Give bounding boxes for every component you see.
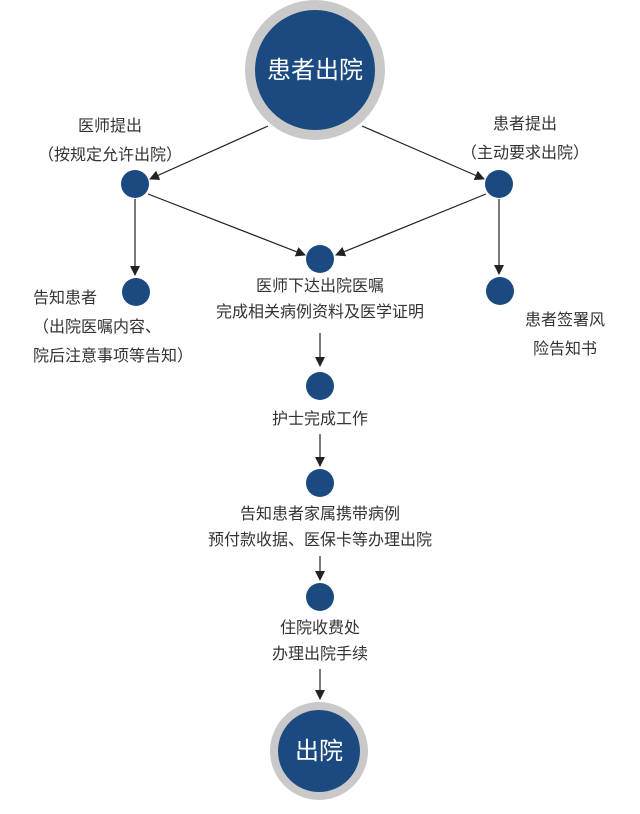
- inform-patient-line1: 告知患者: [33, 288, 98, 307]
- patient-proposal-label: 患者提出 （主动要求出院）: [435, 111, 615, 166]
- doctor-order-line2: 完成相关病例资料及医学证明: [215, 302, 424, 321]
- arrow-start-to-patient: [361, 125, 485, 180]
- doctor-proposal-line2: （按规定允许出院）: [37, 145, 182, 164]
- patient-sign-line2: 险告知书: [532, 339, 597, 358]
- patient-proposal-line2: （主动要求出院）: [460, 143, 589, 162]
- arrow-start-to-doctor: [149, 125, 269, 180]
- family-inform-line1: 告知患者家属携带病例: [239, 504, 400, 523]
- doctor-proposal-line1: 医师提出: [77, 116, 142, 135]
- patient-sign-node: [486, 277, 514, 305]
- cashier-line1: 住院收费处: [279, 618, 360, 637]
- nurse-work-line1: 护士完成工作: [271, 409, 368, 428]
- nurse-work-label: 护士完成工作: [220, 406, 420, 432]
- family-inform-line2: 预付款收据、医保卡等办理出院: [207, 530, 432, 549]
- arrow-doctor-to-order: [147, 193, 306, 257]
- patient-proposal-line1: 患者提出: [492, 114, 557, 133]
- start-label: 患者出院: [267, 56, 363, 84]
- cashier-label: 住院收费处 办理出院手续: [220, 615, 420, 667]
- nurse-work-node: [306, 372, 334, 400]
- patient-sign-label: 患者签署风 险告知书: [510, 307, 620, 362]
- cashier-line2: 办理出院手续: [271, 644, 368, 663]
- arrow-patient-to-order: [335, 193, 487, 257]
- family-inform-label: 告知患者家属携带病例 预付款收据、医保卡等办理出院: [170, 501, 470, 553]
- start-node: [245, 0, 385, 140]
- doctor-proposal-label: 医师提出 （按规定允许出院）: [20, 113, 200, 168]
- inform-patient-line3: 院后注意事项等告知）: [33, 346, 194, 365]
- inform-patient-line2: （出院医嘱内容、: [33, 317, 162, 336]
- end-node: [270, 702, 368, 800]
- inform-patient-label: 告知患者 （出院医嘱内容、 院后注意事项等告知）: [33, 285, 193, 369]
- cashier-node: [306, 583, 334, 611]
- patient-sign-line1: 患者签署风: [524, 310, 605, 329]
- doctor-order-line1: 医师下达出院医嘱: [255, 276, 384, 295]
- inform-patient-node: [122, 278, 150, 306]
- doctor-order-label: 医师下达出院医嘱 完成相关病例资料及医学证明: [170, 273, 470, 325]
- end-label: 出院: [295, 737, 343, 765]
- doctor-order-node: [306, 245, 334, 273]
- family-inform-node: [306, 469, 334, 497]
- doctor-proposal-node: [121, 170, 149, 198]
- patient-proposal-node: [485, 170, 513, 198]
